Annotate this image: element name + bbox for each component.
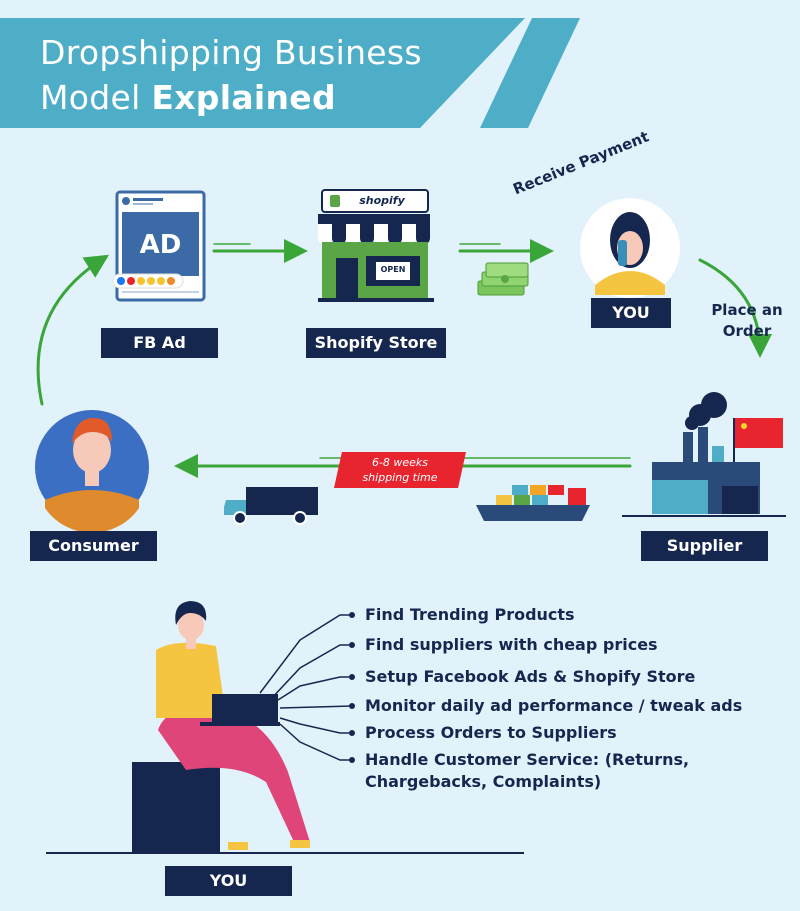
you-avatar xyxy=(580,198,680,298)
person-you-label: YOU xyxy=(165,866,292,896)
task-item: Find Trending Products xyxy=(365,605,575,624)
shopify-sign-text: shopify xyxy=(359,194,405,207)
fb-ad-label: FB Ad xyxy=(101,328,218,358)
consumer-avatar xyxy=(35,410,149,533)
cargo-ship-icon xyxy=(476,485,590,521)
reaction-icons xyxy=(112,273,184,289)
task-item: Chargebacks, Complaints) xyxy=(365,772,602,791)
shopify-store-label: Shopify Store xyxy=(306,328,446,358)
task-item: Find suppliers with cheap prices xyxy=(365,635,658,654)
shipping-time-tag: 6-8 weeks shipping time xyxy=(334,452,466,488)
task-bullets xyxy=(349,612,355,763)
title-line-2: Model Explained xyxy=(40,78,336,117)
money-stack-icon xyxy=(477,262,529,296)
truck-icon xyxy=(224,487,318,525)
task-item: Monitor daily ad performance / tweak ads xyxy=(365,696,743,715)
supplier-label: Supplier xyxy=(641,531,768,561)
person-laptop-illustration xyxy=(46,601,524,854)
task-connectors xyxy=(259,614,353,761)
title-banner xyxy=(0,18,525,128)
title-line-1: Dropshipping Business xyxy=(40,33,422,72)
task-item: Process Orders to Suppliers xyxy=(365,723,617,742)
supplier-factory-icon xyxy=(622,392,786,517)
place-order-text: Place an Order xyxy=(711,301,783,340)
page-title: Dropshipping Business Model Explained xyxy=(40,30,422,120)
shopify-store-icon xyxy=(318,189,434,302)
ad-text: AD xyxy=(139,230,182,260)
fb-ad-icon xyxy=(112,190,206,302)
flow-arrows xyxy=(36,239,772,478)
open-sign-text: OPEN xyxy=(380,265,406,274)
you-label: YOU xyxy=(591,298,671,328)
task-item: Handle Customer Service: (Returns, xyxy=(365,750,690,769)
consumer-label: Consumer xyxy=(30,531,157,561)
task-item: Setup Facebook Ads & Shopify Store xyxy=(365,667,696,686)
